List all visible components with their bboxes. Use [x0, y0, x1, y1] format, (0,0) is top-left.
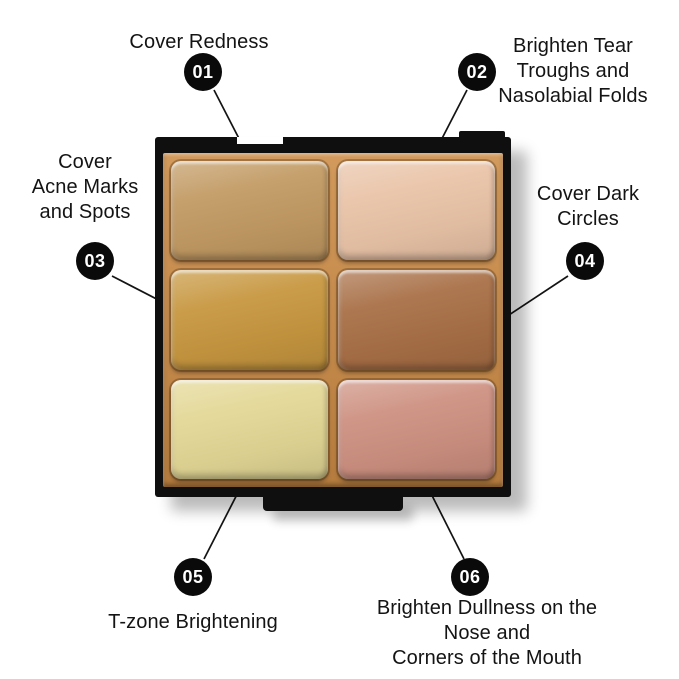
concealer-palette [155, 131, 511, 511]
palette-hinge [459, 131, 505, 141]
callout-label-03: Cover Acne Marks and Spots [31, 151, 139, 224]
callout-label-06: Brighten Dullness on the Nose and Corner… [376, 597, 598, 670]
callout-label-05: T-zone Brightening [108, 611, 278, 633]
callout-badge-01: 01 [184, 53, 222, 91]
callout-label-04: Cover Dark Circles [536, 183, 640, 231]
badge-number: 02 [466, 61, 488, 82]
callout-badge-02: 02 [458, 53, 496, 91]
callout-label-02: Brighten Tear Troughs and Nasolabial Fol… [498, 35, 648, 108]
callout-label-01: Cover Redness [129, 31, 269, 53]
pan-03-middle-left [171, 270, 328, 370]
callout-badge-03: 03 [76, 242, 114, 280]
badge-number: 06 [459, 566, 481, 587]
badge-number: 05 [182, 566, 204, 587]
pan-01-top-left [171, 161, 328, 261]
badge-number: 03 [84, 250, 106, 271]
pan-06-bottom-right [338, 379, 495, 480]
palette-lid-notch [237, 137, 283, 144]
palette-body [163, 153, 503, 487]
callout-badge-05: 05 [174, 558, 212, 596]
callout-badge-06: 06 [451, 558, 489, 596]
badge-number: 01 [192, 61, 214, 82]
pan-04-middle-right [338, 270, 495, 370]
palette-clasp [263, 497, 403, 511]
pan-05-bottom-left [171, 379, 328, 480]
badge-number: 04 [574, 250, 596, 271]
pan-02-top-right [338, 161, 495, 261]
callout-badge-04: 04 [566, 242, 604, 280]
